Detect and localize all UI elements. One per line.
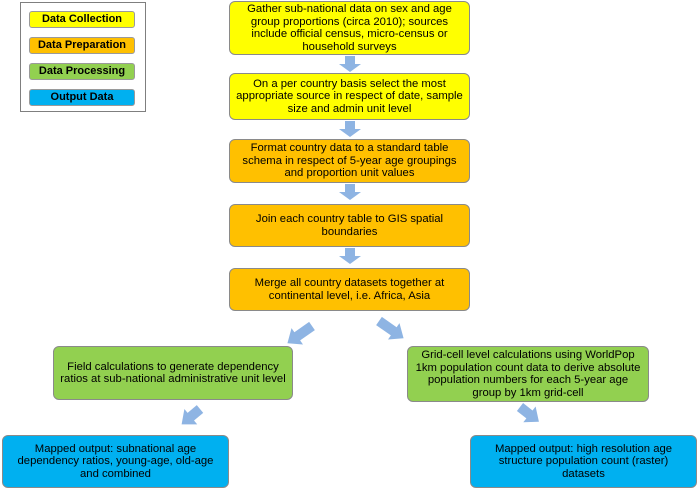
step-gather-data: Gather sub-national data on sex and age …	[229, 1, 470, 55]
step-gather-data-text: Gather sub-national data on sex and age …	[247, 3, 452, 53]
legend: Data Collection Data Preparation Data Pr…	[20, 2, 146, 112]
step-merge-datasets: Merge all country datasets together at c…	[229, 268, 470, 311]
arrow-merge-to-field	[287, 321, 315, 345]
output-subnational-ratios: Mapped output: subnational age dependenc…	[2, 435, 229, 488]
step-select-source: On a per country basis select the most a…	[229, 73, 470, 120]
step-join-boundaries-text: Join each country table to GIS spatial b…	[255, 213, 444, 238]
step-format-data: Format country data to a standard table …	[229, 139, 470, 183]
output-raster-datasets: Mapped output: high resolution age struc…	[470, 435, 697, 488]
legend-item-data-processing: Data Processing	[29, 63, 135, 80]
arrow-select-to-format	[339, 121, 361, 137]
step-field-calculations: Field calculations to generate dependenc…	[53, 346, 293, 400]
step-merge-datasets-text: Merge all country datasets together at c…	[254, 277, 445, 302]
output-raster-datasets-text: Mapped output: high resolution age struc…	[494, 442, 673, 480]
step-join-boundaries: Join each country table to GIS spatial b…	[229, 204, 470, 247]
step-field-calculations-text: Field calculations to generate dependenc…	[60, 360, 286, 386]
arrow-gather-to-select	[339, 56, 361, 72]
arrow-field-to-output	[181, 405, 204, 425]
arrow-join-to-merge	[339, 248, 361, 264]
arrow-grid-to-output	[516, 403, 539, 423]
legend-item-data-preparation: Data Preparation	[29, 37, 135, 54]
legend-item-output-data: Output Data	[29, 89, 135, 106]
arrow-format-to-join	[339, 184, 361, 200]
output-subnational-ratios-text: Mapped output: subnational age dependenc…	[17, 442, 214, 480]
step-grid-calculations-text: Grid-cell level calculations using World…	[415, 349, 641, 399]
step-select-source-text: On a per country basis select the most a…	[236, 77, 463, 115]
legend-item-data-collection: Data Collection	[29, 11, 135, 28]
step-format-data-text: Format country data to a standard table …	[242, 142, 457, 180]
arrow-merge-to-grid	[376, 316, 404, 340]
step-grid-calculations: Grid-cell level calculations using World…	[407, 346, 649, 402]
